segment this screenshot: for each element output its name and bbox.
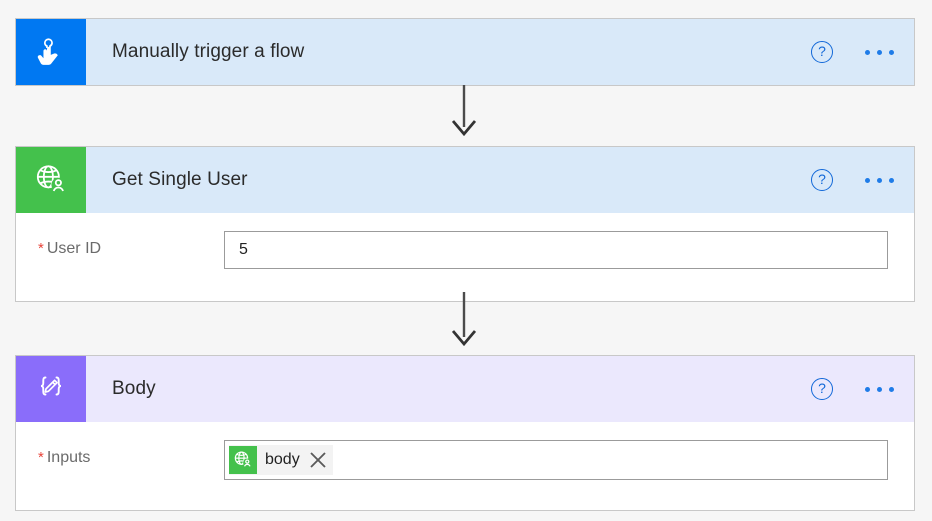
card-title: Manually trigger a flow xyxy=(112,41,305,62)
card-header-actions: ? xyxy=(811,356,896,422)
param-label-inputs: *Inputs xyxy=(16,440,224,476)
help-icon[interactable]: ? xyxy=(811,41,833,63)
ellipsis-dot xyxy=(865,386,870,392)
card-header-body[interactable]: Body ? xyxy=(16,356,914,422)
ellipsis-dot xyxy=(889,49,894,55)
card-body-get-single-user: *User ID xyxy=(16,213,914,301)
user-id-input[interactable] xyxy=(224,231,888,269)
ellipsis-dot xyxy=(877,386,882,392)
more-options-icon[interactable] xyxy=(863,172,896,189)
ellipsis-dot xyxy=(889,177,894,183)
help-icon[interactable]: ? xyxy=(811,169,833,191)
ellipsis-dot xyxy=(865,177,870,183)
param-row-user-id: *User ID xyxy=(16,213,914,279)
connector-arrow-1 xyxy=(447,85,481,137)
param-field-user-id xyxy=(224,231,914,269)
more-options-icon[interactable] xyxy=(863,381,896,398)
card-header-manual-trigger[interactable]: Manually trigger a flow ? xyxy=(16,19,914,85)
param-label-user-id: *User ID xyxy=(16,231,224,267)
card-title: Body xyxy=(112,378,156,399)
param-row-inputs: *Inputs xyxy=(16,422,914,488)
param-label-text: Inputs xyxy=(46,449,91,466)
help-icon[interactable]: ? xyxy=(811,378,833,400)
required-marker: * xyxy=(38,449,44,466)
globe-user-icon xyxy=(229,446,257,474)
flow-step-card-manual-trigger[interactable]: Manually trigger a flow ? xyxy=(15,18,915,86)
flow-step-card-body[interactable]: Body ? *Inputs xyxy=(15,355,915,511)
required-marker: * xyxy=(38,240,44,257)
more-options-icon[interactable] xyxy=(863,44,896,61)
param-label-text: User ID xyxy=(46,240,102,257)
ellipsis-dot xyxy=(889,386,894,392)
inputs-token-field[interactable]: body xyxy=(224,440,888,480)
close-icon[interactable] xyxy=(307,449,329,471)
compose-braces-pencil-icon xyxy=(16,356,86,422)
touch-tap-icon xyxy=(16,19,86,85)
card-body-spacer xyxy=(16,488,914,510)
connector-arrow-2 xyxy=(447,292,481,347)
param-field-inputs: body xyxy=(224,440,914,480)
token-label: body xyxy=(265,451,300,468)
dynamic-content-token[interactable]: body xyxy=(229,445,333,475)
globe-user-icon xyxy=(16,147,86,213)
ellipsis-dot xyxy=(877,177,882,183)
card-header-actions: ? xyxy=(811,147,896,213)
flow-step-card-get-single-user[interactable]: Get Single User ? *User ID xyxy=(15,146,915,302)
card-title: Get Single User xyxy=(112,169,248,190)
card-header-get-single-user[interactable]: Get Single User ? xyxy=(16,147,914,213)
card-body-body: *Inputs xyxy=(16,422,914,510)
card-header-actions: ? xyxy=(811,19,896,85)
ellipsis-dot xyxy=(865,49,870,55)
ellipsis-dot xyxy=(877,49,882,55)
